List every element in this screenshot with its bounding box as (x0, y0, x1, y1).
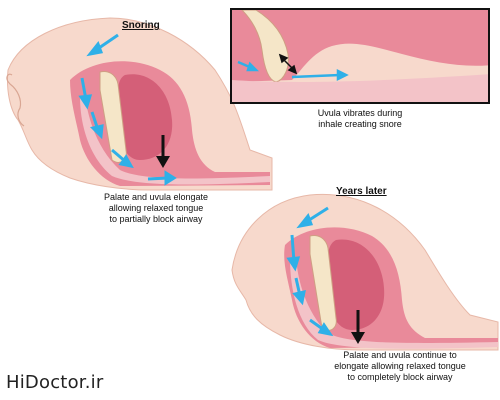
airflow-arrows-top (78, 33, 177, 186)
caption-bottom-right-line-2: elongate allowing relaxed tongue (334, 361, 466, 371)
title-years-later: Years later (336, 186, 387, 197)
watermark-logo: HiDoctor.ir (6, 372, 104, 393)
face-profile-top (6, 73, 25, 127)
spine-top (99, 71, 127, 163)
caption-top-left-line-1: Palate and uvula elongate (103, 192, 209, 202)
airflow-inset (237, 60, 349, 82)
uvula-closeup-illustration (232, 10, 488, 102)
caption-bottom-right: Palate and uvula continue to elongate al… (300, 350, 500, 383)
palate-tissue (232, 10, 488, 82)
vibration-indicator (278, 53, 298, 75)
caption-bottom-right-line-3: to completely block airway (347, 372, 453, 382)
airway-inset (232, 74, 488, 102)
caption-top-left: Palate and uvula elongate allowing relax… (66, 192, 246, 225)
tongue-block-arrow-top (156, 135, 170, 168)
caption-bottom-right-line-1: Palate and uvula continue to (343, 350, 457, 360)
caption-inset-line-1: Uvula vibrates during (317, 108, 403, 118)
caption-top-left-line-2: allowing relaxed tongue (108, 203, 204, 213)
caption-inset-line-2: inhale creating snore (318, 119, 402, 129)
caption-top-left-line-3: to partially block airway (109, 214, 203, 224)
uvula-inset (230, 8, 490, 104)
tongue-bottom (327, 239, 385, 330)
tongue-top (117, 74, 173, 160)
title-snoring: Snoring (122, 20, 160, 31)
caption-inset: Uvula vibrates during inhale creating sn… (250, 108, 470, 130)
airflow-arrows-bottom (286, 206, 334, 337)
tongue-block-arrow-bottom (351, 310, 365, 344)
